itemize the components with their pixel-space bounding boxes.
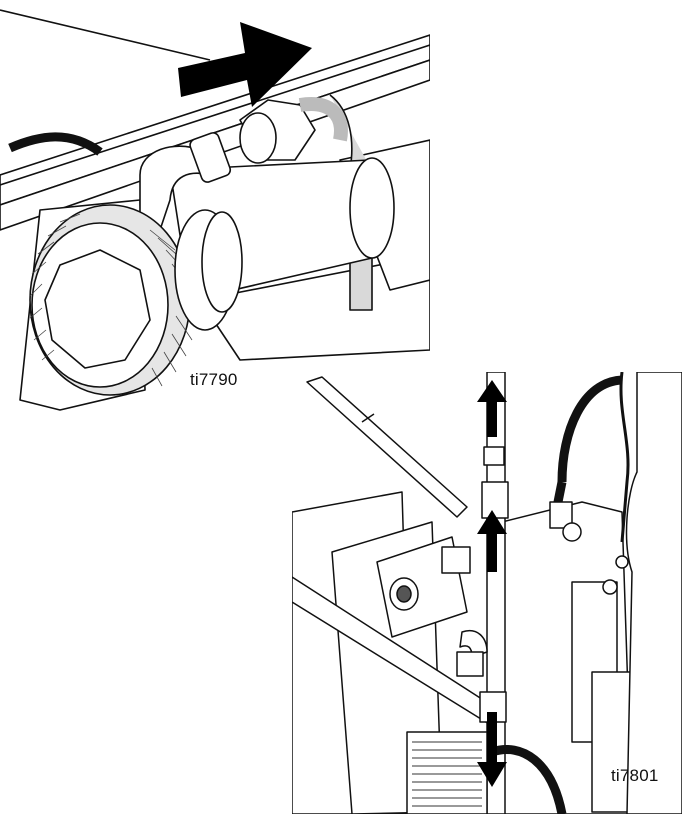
pump-lower (591, 671, 633, 813)
arrow-right-icon (178, 22, 312, 107)
figure-label-top: ti7790 (190, 370, 238, 389)
figure-bottom (292, 372, 682, 814)
cooler-fins (412, 741, 482, 807)
elbow-nut (189, 132, 232, 183)
tank-right (625, 372, 682, 814)
pipe-bend (298, 97, 348, 142)
cylinder-end (349, 157, 395, 259)
arrow-up-icon (477, 380, 507, 437)
rod-nut (483, 446, 505, 466)
bottom-figure-drawing (292, 372, 682, 814)
hose-curve (557, 375, 623, 483)
arrow-up-icon-lower (477, 510, 507, 572)
handle-bar (306, 376, 468, 518)
finned-cooler (406, 731, 488, 814)
hex-nut-bore (239, 112, 277, 164)
rod-fitting-upper (481, 481, 509, 519)
rail-upper (0, 34, 430, 206)
figure-top: ti7790 (0, 0, 430, 420)
collar-nut (201, 211, 243, 313)
top-figure-drawing (0, 9, 430, 411)
arrow-down-icon (477, 712, 507, 787)
figure-label-bottom: ti7801 (611, 766, 659, 785)
valve-cap (441, 546, 471, 574)
hose-fitting (549, 501, 573, 529)
knob-cap (44, 249, 151, 369)
hose-left (8, 132, 103, 156)
cable-line (0, 9, 211, 61)
